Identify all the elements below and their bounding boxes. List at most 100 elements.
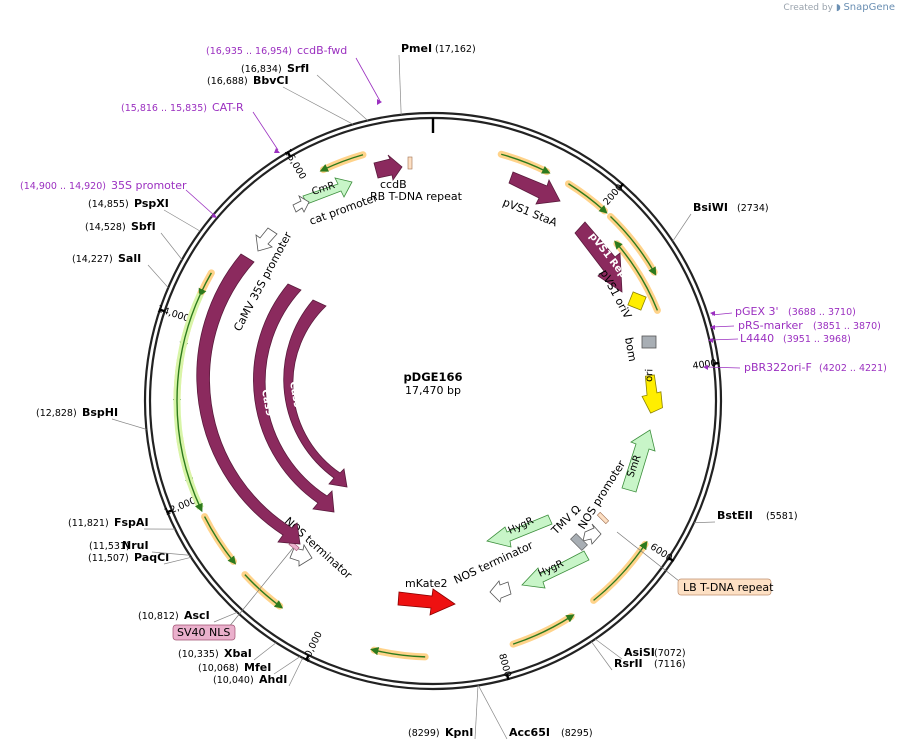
site-BstEII[interactable]: BstEII (5581) [693,509,798,524]
backbone-outer [143,111,723,691]
feature-cas9-outer[interactable]: Cas9 [196,253,301,545]
site-leader-line [213,611,238,623]
feature-camv-35s[interactable]: CaMV 35S promoter [231,227,295,333]
feature-SmR[interactable]: SmR [621,429,656,493]
feature-cas9-middle-label: Cas9 [259,389,275,418]
site-KpnI[interactable]: KpnI (8299) [408,685,479,740]
site-leader-line [151,551,190,556]
brand-name: SnapGene [843,2,895,13]
site-AhdI[interactable]: AhdI(10,040) [213,657,304,687]
site-name: BsiWI [693,201,728,214]
feature-ori[interactable]: ori [641,369,663,414]
site-XbaI[interactable]: XbaI(10,335) [178,642,277,661]
feature-lb-repeat[interactable]: LB T-DNA repeat [616,531,774,596]
feature-bom[interactable]: bom [622,335,657,363]
site-leader-line [163,209,201,232]
orf-arrow [610,216,657,276]
site-PspXI[interactable]: PspXI(14,855) [88,197,201,232]
site-MfeI[interactable]: MfeI (10,068) [198,656,301,675]
site-name: AsiSI [624,646,655,659]
orf-band [590,540,649,604]
primer-CAT-R[interactable]: (15,816 .. 15,835) CAT-R [121,101,280,153]
primer-ccdB-fwd-range: (16,935 .. 16,954) [206,46,292,57]
site-Acc65I[interactable]: Acc65I(8295) [478,685,593,740]
site-position: (7116) [654,659,686,670]
site-position: (7072) [654,648,686,659]
site-position: (11,821) [68,518,109,529]
orf-arrow [501,153,551,174]
feature-nos-promoter-label: NOS promoter [576,458,629,532]
primer-pGEX3-name: pGEX 3' [735,305,779,318]
feature-CmR[interactable]: CmR [302,177,353,205]
site-position: (8299) [408,728,440,739]
site-AsiSI[interactable]: AsiSI(7072) [594,638,686,660]
feature-rb-repeat[interactable]: RB T-DNA repeat [370,156,463,203]
site-name: PmeI [401,42,432,55]
site-leader-line [111,418,147,430]
site-PmeI[interactable]: PmeI(17,162) [398,42,476,115]
site-position: (11,507) [88,553,129,564]
feature-HygR-lower[interactable]: HygR [521,550,590,589]
orf-arrow [244,574,284,609]
site-name: BspHI [82,406,118,419]
feature-ori-label: ori [644,369,655,382]
primer-CAT-R-range: (15,816 .. 15,835) [121,103,207,114]
feature-mKate2[interactable]: mKate2 [397,577,456,616]
site-name: MfeI [244,661,271,674]
snapgene-brand: Created by ◗ SnapGene [783,2,895,13]
site-BbvCI[interactable]: BbvCI(16,688) [207,74,354,125]
primer-pBR322ori-F-name: pBR322ori-F [744,361,812,374]
tick-mark [165,509,173,514]
site-SalI[interactable]: SalI(14,227) [72,252,169,288]
site-position: (16,688) [207,76,248,87]
feature-HygR-upper[interactable]: HygR [486,514,553,548]
primer-L4440[interactable]: L4440 (3951 .. 3968) [708,332,851,345]
site-AscI[interactable]: AscI(10,812) [138,609,238,623]
plasmid-length: 17,470 bp [405,384,461,397]
site-BsiWI[interactable]: BsiWI(2734) [672,201,769,242]
site-name: AscI [184,609,210,622]
site-NruI[interactable]: NruI(11,531) [89,539,190,556]
site-name: PaqCI [134,551,169,564]
site-leader-line [591,641,613,671]
orf-arrow [614,240,659,311]
site-RsrII[interactable]: RsrII(7116) [591,641,686,671]
tick-label: 8000 [496,652,513,678]
site-SbfI[interactable]: SbfI (14,528) [85,220,183,260]
site-SrfI[interactable]: SrfI(16,834) [241,62,368,121]
primer-pRS-marker[interactable]: pRS-marker (3851 .. 3870) [710,319,881,332]
site-position: (14,528) [85,222,126,233]
site-position: (11,531) [89,541,130,552]
site-name: BstEII [717,509,753,522]
primer-35S-promoter[interactable]: (14,900 .. 14,920) 35S promoter [20,179,217,218]
site-position: (16,834) [241,64,282,75]
site-name: KpnI [445,726,473,739]
feature-ccdB[interactable]: ccdB [373,154,407,191]
primer-ccdB-fwd[interactable]: (16,935 .. 16,954) ccdB-fwd [206,44,382,105]
site-leader-line [672,213,692,242]
site-leader-line [163,557,192,565]
primer-pBR322ori-F-range: (4202 .. 4221) [819,363,887,374]
site-FspAI[interactable]: FspAI(11,821) [68,516,176,530]
tick-mark [505,673,510,681]
feature-nos-terminator-right[interactable]: NOS terminator [452,538,536,603]
site-name: SbfI [131,220,156,233]
site-BspHI[interactable]: BspHI(12,828) [36,406,147,430]
feature-cas9-middle[interactable]: Cas9 [253,283,335,513]
site-position: (10,335) [178,649,219,660]
primer-pGEX3[interactable]: pGEX 3' (3688 .. 3710) [710,305,856,318]
site-PaqCI[interactable]: PaqCI (11,507) [88,551,192,565]
site-leader-line [288,657,304,687]
site-position: (5581) [766,511,798,522]
primer-pRS-marker-name: pRS-marker [738,319,803,332]
site-name: SalI [118,252,141,265]
feature-sv40-nls[interactable]: SV40 NLS [172,547,294,641]
feature-nos-promoter[interactable]: NOS promoter [576,458,629,545]
site-leader-line [474,685,479,740]
site-position: (10,068) [198,663,239,674]
feature-cas9-inner[interactable]: Cas9 [283,299,348,488]
primer-pBR322ori-F[interactable]: pBR322ori-F (4202 .. 4221) [703,361,887,374]
feature-pVS1-StaA[interactable]: pVS1 StaA [501,171,561,230]
site-position: (8295) [561,728,593,739]
